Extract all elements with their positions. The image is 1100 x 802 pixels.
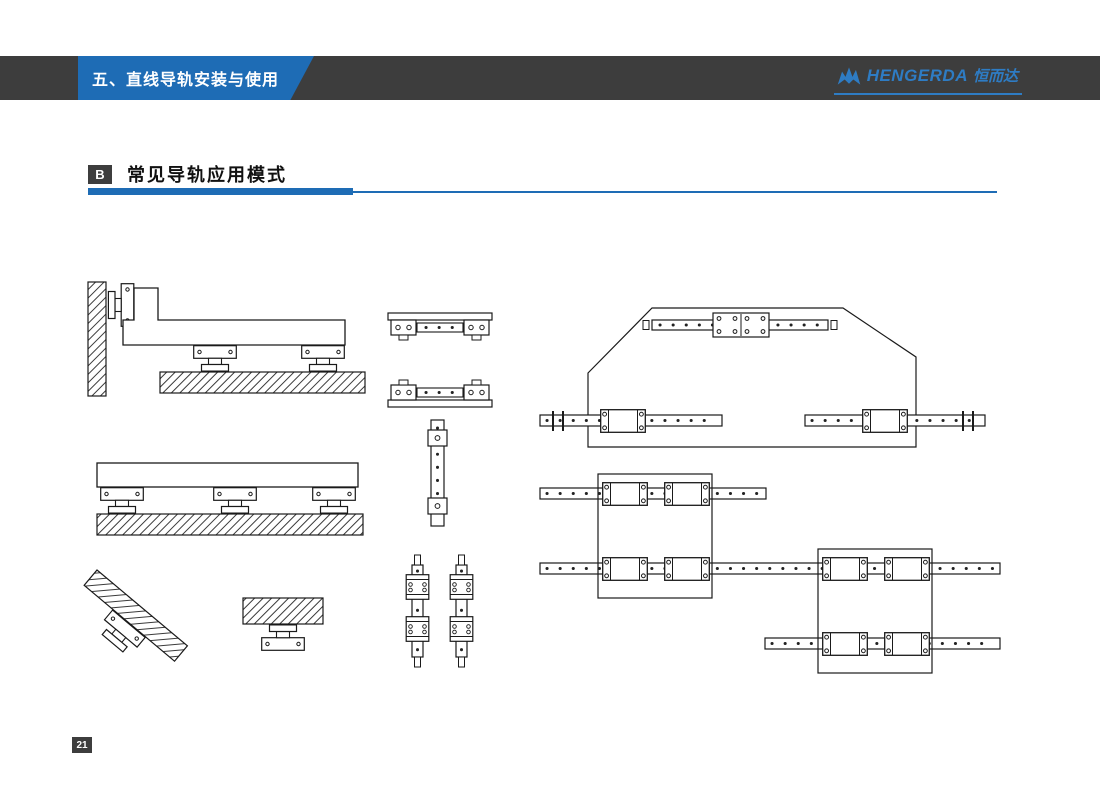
diagram-dual-rail-table-left: [539, 473, 1001, 599]
diagram-dual-rail-table-right: [764, 548, 1001, 674]
diagram-wall-corner-mount: [87, 281, 366, 397]
brand-name-cn: 恒而达: [972, 68, 1018, 85]
diagram-inclined-mount: [83, 569, 189, 663]
section-underline-rule: [353, 191, 997, 193]
diagram-gantry-plate-assembly: [539, 307, 986, 448]
section-underline-bar: [88, 188, 353, 195]
header-bar: 五、直线导轨安装与使用 HENGERDA 恒而达: [0, 56, 1100, 100]
page-number: 21: [72, 737, 92, 753]
brand-logo: HENGERDA 恒而达: [833, 63, 1022, 95]
section-number-banner: 五、直线导轨安装与使用: [78, 56, 314, 100]
brand-logo-icon: [837, 66, 860, 85]
diagram-floor-triple-block-mount: [96, 462, 364, 536]
section-badge: B: [88, 164, 112, 184]
brand-name-en: HENGERDA: [866, 65, 968, 85]
section-heading: B 常见导轨应用模式: [88, 163, 287, 185]
diagram-inverted-hanging-mount: [242, 597, 324, 651]
diagram-rail-edge-view: [427, 419, 448, 527]
diagram-rail-side-view-top: [387, 312, 493, 341]
section-title: 常见导轨应用模式: [127, 165, 287, 185]
page-title: 五、直线导轨安装与使用: [92, 72, 280, 89]
diagram-dual-vertical-rail-carriages: [405, 554, 474, 668]
diagram-rail-side-view-bottom: [387, 379, 493, 408]
